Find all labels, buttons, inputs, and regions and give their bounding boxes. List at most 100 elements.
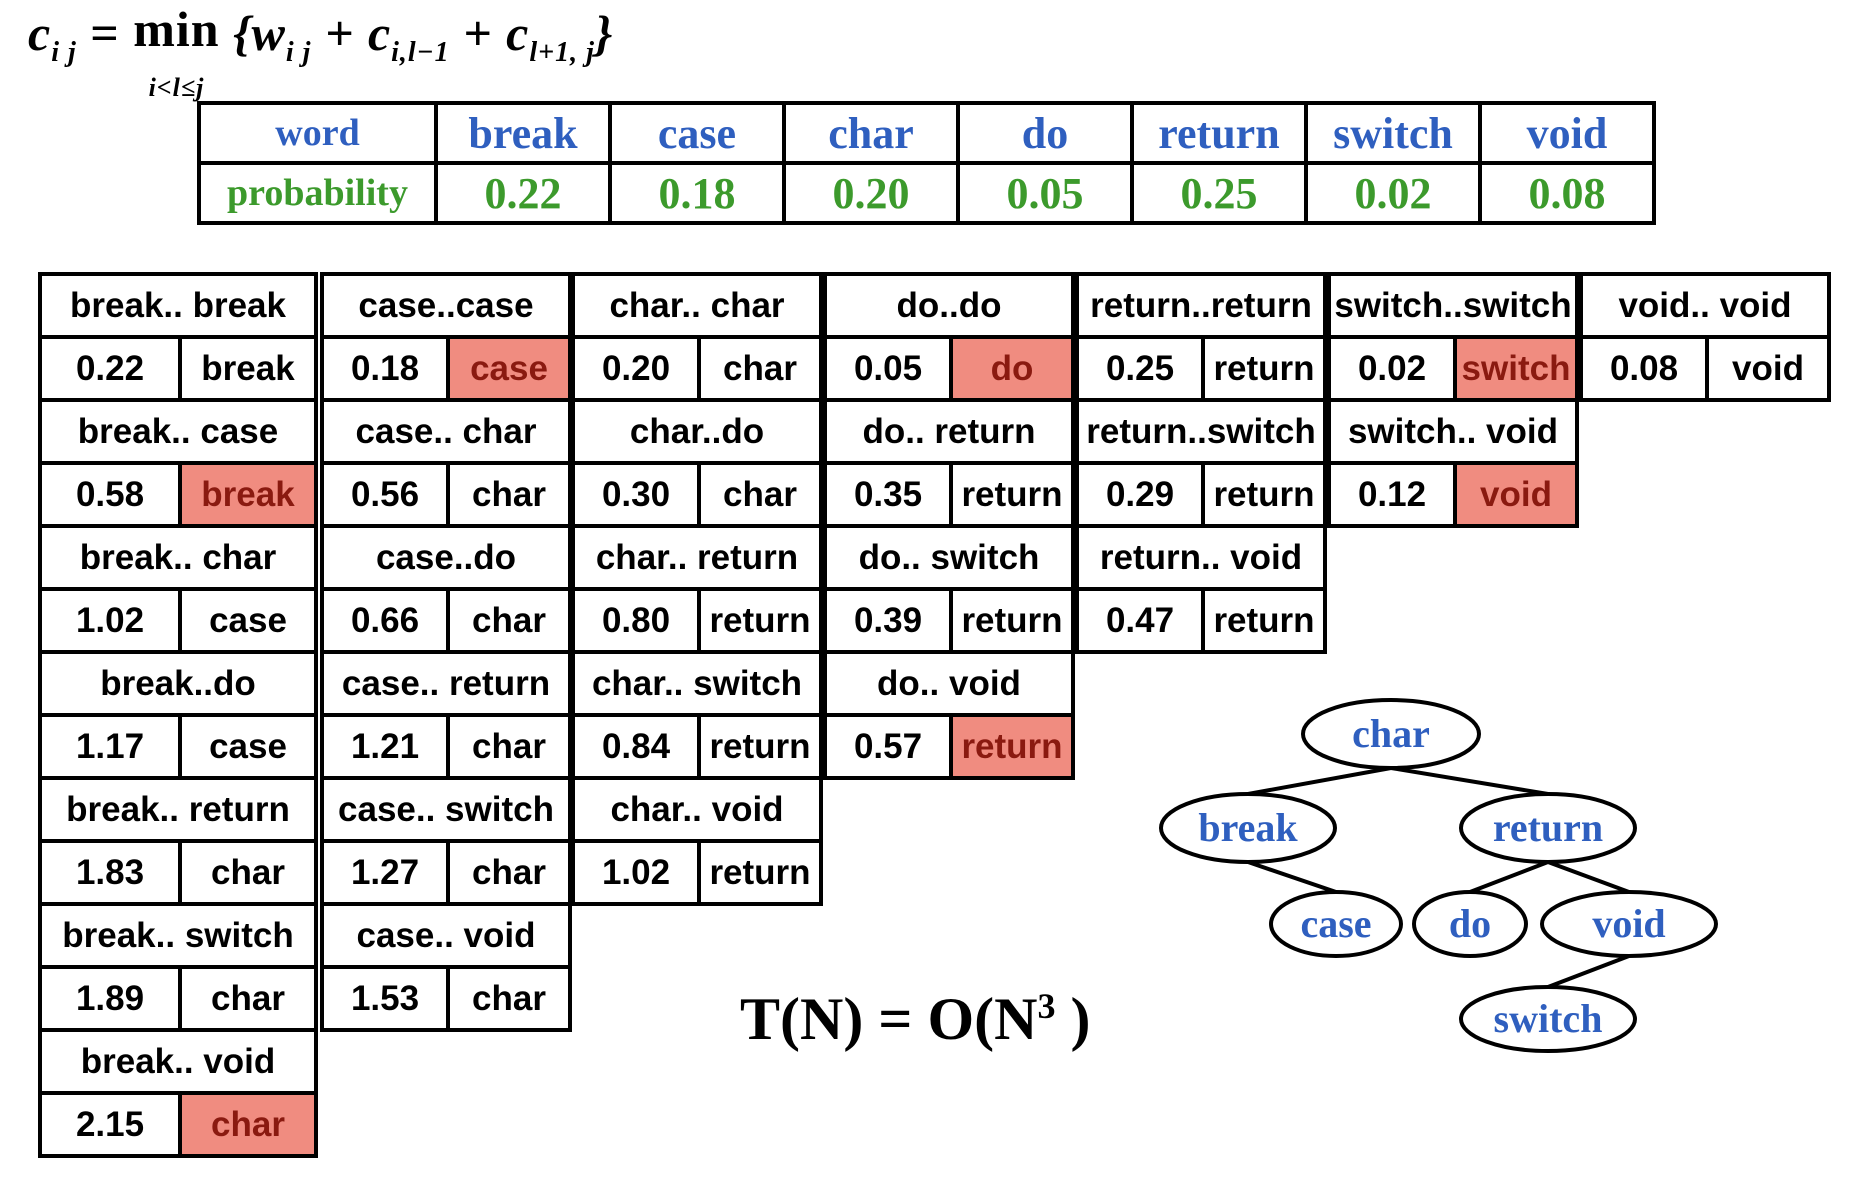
dp-cost-value: 0.05 (823, 335, 953, 402)
tree-node-ellipse (1301, 698, 1481, 770)
tree-node-void: void (1540, 890, 1718, 958)
dp-range-label: break.. return (38, 776, 318, 843)
formula-rhs-sub1: i j (285, 37, 312, 68)
dp-root-value: void (1705, 335, 1831, 402)
dp-range-label: char.. void (571, 776, 823, 843)
dp-range-label: case.. switch (320, 776, 572, 843)
dp-root-value: void (1453, 461, 1579, 528)
dp-cost-value: 0.08 (1579, 335, 1709, 402)
tree-node-ellipse (1459, 792, 1637, 864)
tree-node-switch: switch (1459, 985, 1637, 1053)
dp-range-label: char.. switch (571, 650, 823, 717)
dp-root-value: char (697, 335, 823, 402)
probability-cell: 0.02 (1304, 161, 1482, 225)
dp-range-label: switch.. void (1327, 398, 1579, 465)
tree-node-ellipse (1159, 792, 1337, 864)
word-row: word break case char do return switch vo… (197, 101, 1656, 165)
word-cell: break (434, 101, 612, 165)
dp-cost-value: 0.58 (38, 461, 182, 528)
dp-range-label: void.. void (1579, 272, 1831, 339)
probability-cell: 0.08 (1478, 161, 1656, 225)
dp-range-label: do..do (823, 272, 1075, 339)
tree-node-label: char (1352, 711, 1430, 756)
word-cell: void (1478, 101, 1656, 165)
formula-rhs-mid2: + c (449, 5, 530, 61)
tree-node-label: switch (1494, 996, 1603, 1041)
dp-root-value: char (178, 1091, 318, 1158)
dp-cost-value: 0.12 (1327, 461, 1457, 528)
probability-header: probability (197, 161, 438, 225)
tree-node-ellipse (1459, 985, 1637, 1053)
dp-range-label: char.. char (571, 272, 823, 339)
probability-cell: 0.20 (782, 161, 960, 225)
probability-cell: 0.25 (1130, 161, 1308, 225)
tree-edge (1390, 766, 1549, 796)
dp-cost-value: 0.35 (823, 461, 953, 528)
dp-root-value: return (949, 587, 1075, 654)
formula-min: min (133, 1, 220, 57)
dp-root-value: char (446, 461, 572, 528)
tree-node-return: return (1459, 792, 1637, 864)
dp-root-value: return (949, 461, 1075, 528)
dp-root-value: return (697, 713, 823, 780)
dp-range-label: case..case (320, 272, 572, 339)
probability-row: probability 0.22 0.18 0.20 0.05 0.25 0.0… (197, 161, 1656, 225)
word-cell: case (608, 101, 786, 165)
probability-cell: 0.18 (608, 161, 786, 225)
tree-edge (1469, 860, 1549, 894)
dp-cost-value: 0.39 (823, 587, 953, 654)
dp-root-value: char (446, 965, 572, 1032)
tree-node-label: return (1493, 805, 1603, 850)
dp-range-label: char.. return (571, 524, 823, 591)
dp-root-value: do (949, 335, 1075, 402)
formula-min-sub: i<l≤j (148, 73, 205, 102)
formula-rhs: {w (233, 5, 286, 61)
word-cell: switch (1304, 101, 1482, 165)
tree-node-ellipse (1412, 890, 1528, 958)
dp-cost-value: 1.53 (320, 965, 450, 1032)
tree-node-label: do (1449, 901, 1491, 946)
tree-node-ellipse (1269, 890, 1403, 958)
dp-root-value: break (178, 461, 318, 528)
tree-node-break: break (1159, 792, 1337, 864)
dp-cost-value: 0.02 (1327, 335, 1457, 402)
formula-rhs-mid: + c (311, 5, 392, 61)
dp-root-value: return (949, 713, 1075, 780)
dp-cost-value: 2.15 (38, 1091, 182, 1158)
word-cell: char (782, 101, 960, 165)
formula-rhs-sub2: i,l−1 (391, 37, 450, 68)
dp-cost-value: 1.02 (571, 839, 701, 906)
complexity-close: ) (1055, 986, 1091, 1052)
tree-node-label: case (1300, 901, 1371, 946)
dp-range-label: do.. return (823, 398, 1075, 465)
dp-range-label: do.. switch (823, 524, 1075, 591)
dp-root-value: return (1201, 335, 1327, 402)
tree-node-char: char (1301, 698, 1481, 770)
dp-root-value: char (178, 965, 318, 1032)
dp-range-label: break.. void (38, 1028, 318, 1095)
tree-edge (1547, 954, 1630, 989)
dp-root-value: char (446, 587, 572, 654)
dp-root-value: switch (1453, 335, 1579, 402)
dp-root-value: return (1201, 587, 1327, 654)
formula-rhs-end: } (594, 5, 614, 61)
complexity-formula: T(N) = O(N3 ) (740, 985, 1090, 1054)
dp-root-value: case (446, 335, 572, 402)
probability-cell: 0.22 (434, 161, 612, 225)
dp-root-value: char (697, 461, 823, 528)
dp-cost-value: 1.89 (38, 965, 182, 1032)
tree-node-label: break (1198, 805, 1298, 850)
tree-node-label: void (1592, 901, 1665, 946)
dp-range-label: switch..switch (1327, 272, 1579, 339)
dp-root-value: return (1201, 461, 1327, 528)
complexity-text: T(N) = O(N (740, 986, 1038, 1052)
tree-edge (1247, 860, 1337, 894)
formula-lhs-sub: i j (51, 37, 77, 68)
tree-edge (1247, 766, 1392, 796)
probability-table: word break case char do return switch vo… (197, 101, 1656, 225)
dp-root-value: char (446, 839, 572, 906)
formula-rhs-sub3: l+1, j (529, 37, 595, 68)
dp-range-label: break.. char (38, 524, 318, 591)
complexity-exponent: 3 (1037, 986, 1056, 1026)
